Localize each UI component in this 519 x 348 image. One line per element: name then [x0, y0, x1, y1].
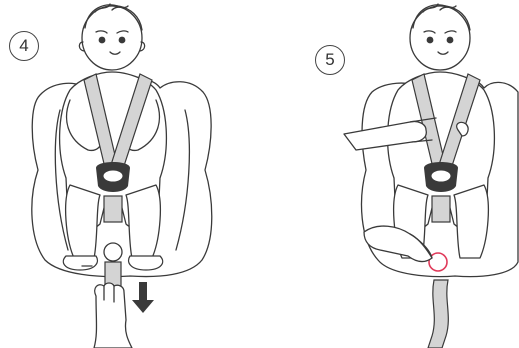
step-4-panel: 4: [0, 0, 260, 348]
hand-pulling-strap: [94, 283, 132, 348]
baby-head: [410, 4, 470, 70]
right-leg: [126, 185, 160, 258]
right-foot: [129, 256, 163, 270]
harness-buckle: [96, 162, 130, 192]
baby-head: [79, 4, 144, 70]
down-arrow-icon: [132, 282, 154, 313]
adjuster-strap: [428, 280, 448, 348]
crotch-strap: [432, 196, 450, 222]
left-foot: [63, 256, 97, 270]
harness-buckle: [424, 162, 458, 192]
step-5-illustration: [260, 0, 519, 348]
step-5-panel: 5: [260, 0, 519, 348]
adjuster-button: [104, 243, 122, 261]
step-4-illustration: [0, 0, 260, 348]
left-leg: [66, 185, 100, 258]
crotch-strap: [104, 196, 122, 222]
right-leg: [454, 185, 488, 258]
